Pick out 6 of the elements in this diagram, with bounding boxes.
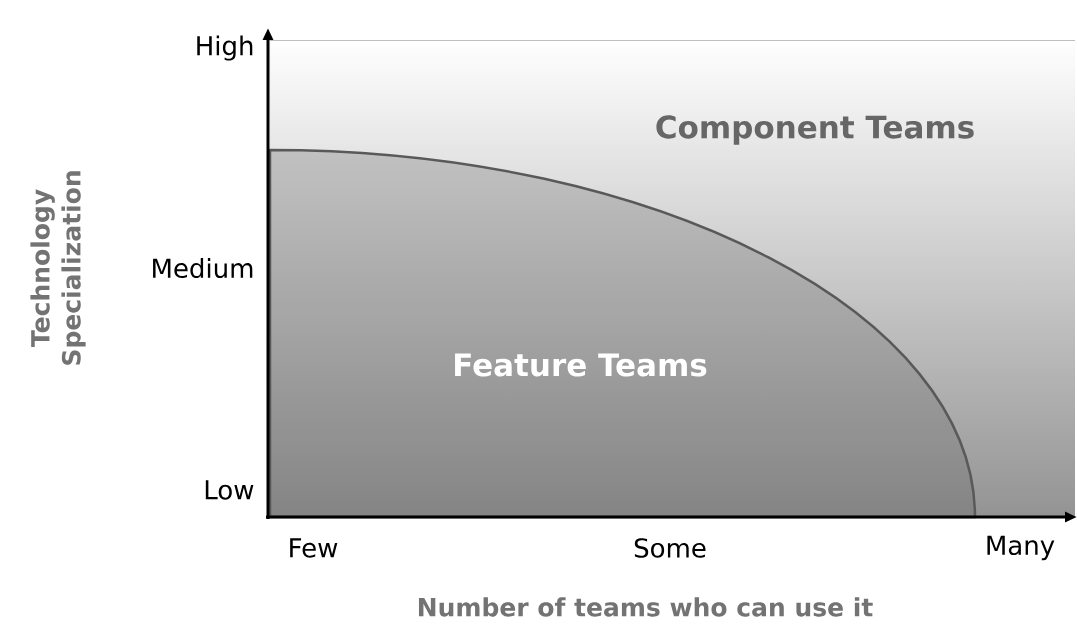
region-label: Feature Teams — [455, 353, 707, 377]
axis-title: Number of teams who can use it — [419, 597, 873, 617]
region-label: Component Teams — [656, 115, 974, 145]
tick-label: Many — [987, 535, 1055, 561]
tick-label: High — [197, 35, 253, 61]
axis-title: Technology Specialization — [30, 171, 86, 365]
